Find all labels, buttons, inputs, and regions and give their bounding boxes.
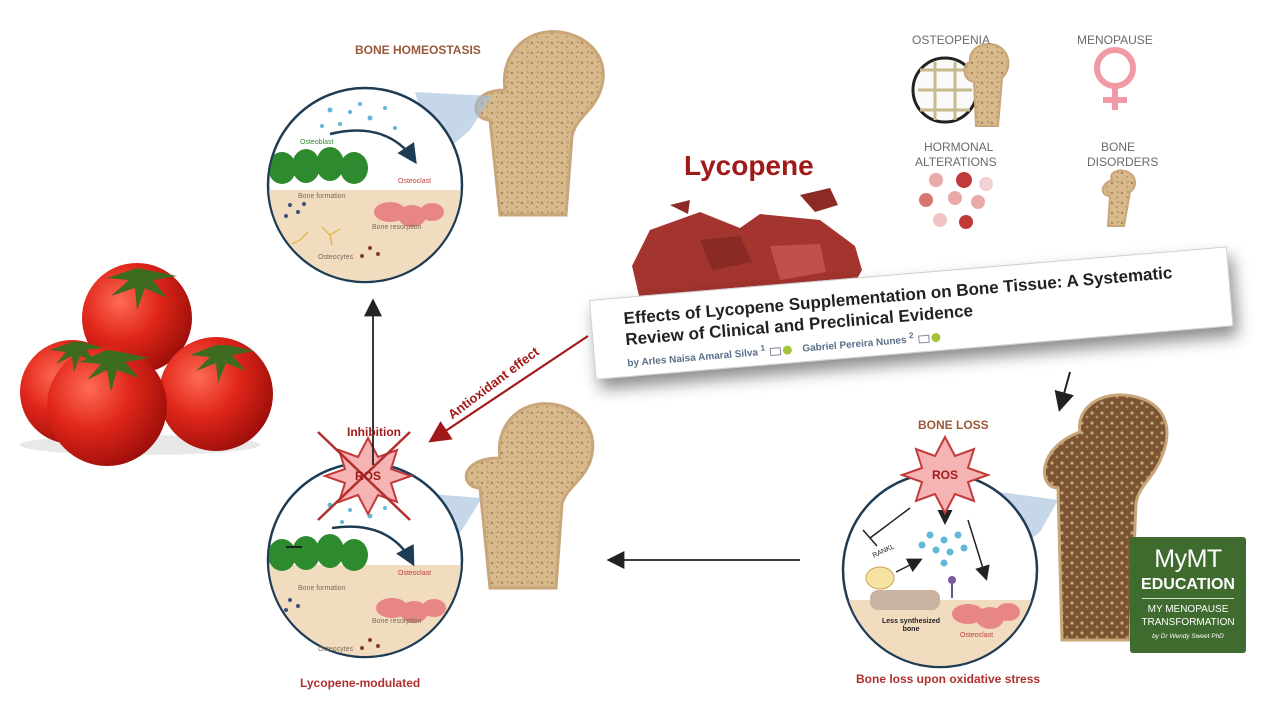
osteoclast-label: Osteoclast [960,632,994,639]
risk-bone: BONE [1101,140,1136,154]
email-icon[interactable] [769,346,782,356]
lycopene-modulated-caption: Lycopene-modulated [300,676,421,690]
lycopene-powder-image [632,188,862,300]
lycopene-title: Lycopene [684,150,814,181]
ros-burst-icon [898,434,992,516]
bone-formation-label: Bone formation [298,585,346,592]
orcid-icon[interactable] [931,332,941,343]
bone-resorption-label: Bone resorption [372,618,422,625]
logo-line-4: TRANSFORMATION [1141,617,1235,628]
hormone-dots-icon [919,172,993,229]
less-synthesized-bone-label: Less synthesized bone [882,618,940,633]
osteocytes-label: Osteocytes [318,646,354,653]
inhibition-label: Inhibition [347,425,401,439]
risk-osteopenia: OSTEOPENIA [912,33,991,47]
bone-homeostasis-label: BONE HOMEOSTASIS [355,43,481,57]
author-2[interactable]: Gabriel Pereira Nunes [801,334,908,355]
logo-line-3: MY MENOPAUSE [1147,604,1229,615]
mymt-logo: MyMT EDUCATION MY MENOPAUSE TRANSFORMATI… [1130,537,1246,653]
tomato-icon [20,263,273,466]
bone-resorption-label: Bone resorption [372,224,422,231]
author-1[interactable]: by Arles Naisa Amaral Silva [627,347,759,370]
email-icon[interactable] [918,334,930,344]
author-2-affiliation: 2 [908,329,914,341]
risk-hormonal: HORMONAL [924,140,994,154]
risk-disorders: DISORDERS [1087,155,1159,169]
author-1-affiliation: 1 [759,342,766,353]
bone-loss-label: BONE LOSS [918,418,989,432]
osteocytes-label: Osteocytes [318,254,354,261]
ros-label-inhibited: ROS [355,469,382,483]
risk-menopause: MENOPAUSE [1077,33,1153,47]
venus-icon [1094,47,1136,110]
logo-line-2: EDUCATION [1141,576,1235,593]
osteoclast-label: Osteoclast [398,570,432,577]
bone-loss-caption: Bone loss upon oxidative stress [856,672,1041,686]
risk-alterations: ALTERATIONS [915,155,997,169]
ros-label: ROS [932,468,959,482]
osteoblast-label: Osteoblast [300,139,334,146]
osteopenia-icon [911,43,1010,127]
logo-line-1: MyMT [1154,545,1222,573]
orcid-icon[interactable] [782,345,793,356]
osteoclast-label: Osteoclast [398,178,432,185]
ros-burst-icon [321,435,415,517]
bone-formation-label: Bone formation [298,193,346,200]
bone-disorder-icon [1101,169,1136,227]
logo-line-5: by Dr Wendy Sweet PhD [1152,633,1224,640]
logo-divider [1142,598,1234,599]
